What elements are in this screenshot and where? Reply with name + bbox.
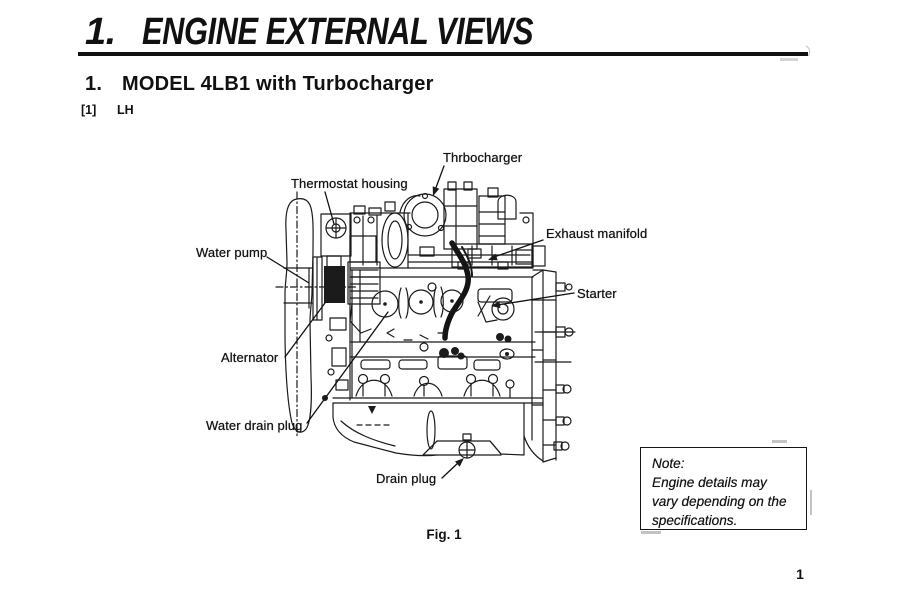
view-tag: [1] (81, 103, 97, 117)
heading-rule (78, 52, 808, 56)
note-line: vary depending on the (652, 494, 787, 509)
side-plates-art (360, 355, 501, 371)
note-line: specifications. (652, 513, 738, 528)
label-thermostat-housing: Thermostat housing (291, 176, 408, 191)
note-box: Note: Engine details may vary depending … (640, 447, 807, 530)
label-exhaust-manifold: Exhaust manifold (546, 226, 648, 241)
chapter-title: ENGINE EXTERNAL VIEWS (142, 11, 534, 53)
leader-lines (266, 165, 575, 479)
oil-pan-art (332, 397, 544, 459)
label-starter: Starter (577, 286, 617, 301)
starter-art (477, 288, 515, 360)
note-line: Engine details may (652, 475, 767, 490)
label-drain-plug: Drain plug (376, 471, 437, 486)
pulley-belt-art (308, 256, 345, 321)
alternator-art (347, 235, 381, 334)
scan-artifacts (641, 45, 812, 534)
label-water-pump: Water pump (196, 245, 268, 260)
exhaust-manifold-art (451, 243, 546, 270)
section-number: 1. (85, 73, 103, 95)
turbocharger-art (403, 181, 517, 250)
section-heading: 1. MODEL 4LB1 with Turbocharger (85, 72, 434, 96)
page-number: 1 (796, 566, 804, 582)
cylinder-block-art (325, 267, 536, 401)
thermostat-housing-art (320, 201, 396, 275)
label-water-drain-plug: Water drain plug (206, 418, 303, 433)
flywheel-housing-art (523, 269, 576, 463)
note-title: Note: (652, 456, 685, 471)
rail-bolts-art (355, 373, 515, 398)
view-label: LH (117, 103, 134, 117)
chapter-heading: 1. ENGINE EXTERNAL VIEWS (85, 13, 625, 51)
label-alternator: Alternator (221, 350, 279, 365)
section-title: MODEL 4LB1 with Turbocharger (122, 73, 434, 95)
label-turbocharger: Thrbocharger (443, 150, 523, 165)
chapter-number: 1. (85, 11, 116, 53)
oil-pipe-art (439, 240, 512, 360)
figure-caption: Fig. 1 (426, 527, 462, 542)
view-heading: [1] LH (81, 103, 134, 118)
